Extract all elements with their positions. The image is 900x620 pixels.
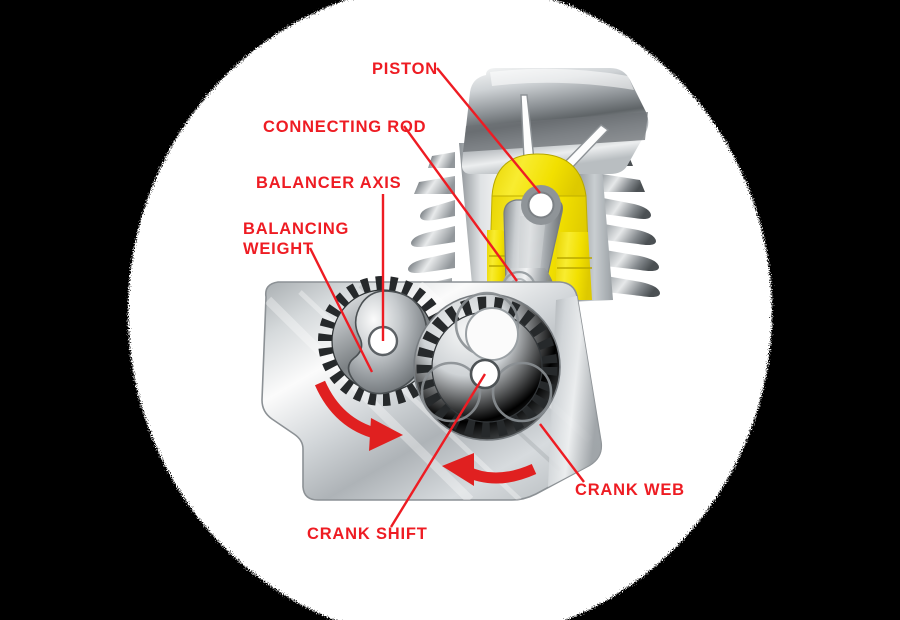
- head-highlight: [490, 68, 634, 90]
- diagram-labels: PISTON CONNECTING ROD BALANCER AXIS BALA…: [243, 60, 685, 543]
- crank-rotation-arrow: [442, 453, 537, 486]
- label-balancing-weight-line-2: WEIGHT: [243, 240, 314, 258]
- leader-crank-shift: [389, 373, 487, 528]
- leader-balancing-weight: [308, 247, 374, 373]
- crank-gear-assembly: [413, 291, 561, 441]
- crank-web-lobes: [420, 291, 553, 423]
- label-connecting-rod: CONNECTING ROD: [263, 118, 426, 136]
- label-crank-web: CRANK WEB: [575, 481, 685, 499]
- label-balancing-weight-line-1: BALANCING: [243, 220, 349, 238]
- leader-lines: [308, 67, 585, 528]
- label-crank-shift: CRANK SHIFT: [307, 525, 428, 543]
- leader-connecting-rod: [403, 125, 518, 282]
- label-piston: PISTON: [372, 60, 438, 78]
- leader-piston: [436, 67, 541, 194]
- combustion-chamber: [491, 153, 587, 200]
- head-shadow-band: [463, 112, 648, 152]
- crank-main-journal: [465, 307, 519, 361]
- label-balancer-axis: BALANCER AXIS: [256, 174, 401, 192]
- leader-crank-web: [539, 423, 585, 483]
- crankcase-right-panel: [548, 296, 602, 487]
- wrist-pin: [527, 191, 555, 219]
- balancer-rotation-arrow: [314, 380, 403, 451]
